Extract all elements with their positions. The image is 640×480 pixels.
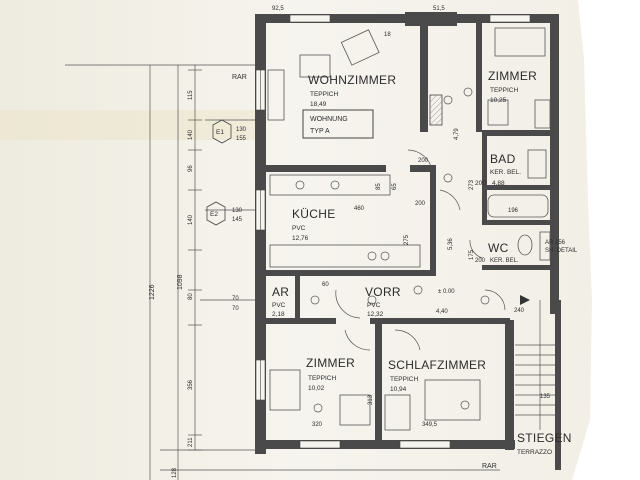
room-floor: TEPPICH [310, 91, 338, 98]
dim-356: 356 [188, 379, 194, 390]
room-area: 18,49 [310, 101, 327, 108]
dim-70a: 70 [232, 296, 239, 302]
walls [255, 12, 561, 470]
room-area: 2,18 [272, 311, 285, 318]
dim-140b: 140 [188, 214, 194, 225]
level-label: ± 0.00 [438, 289, 455, 295]
room-floor: TERRAZZO [517, 449, 552, 456]
e2-label: E2 [210, 211, 218, 218]
room-floor: TEPPICH [490, 87, 518, 94]
dim-273: 273 [469, 179, 475, 190]
dim-240: 240 [514, 308, 525, 314]
room-name: KÜCHE [292, 207, 336, 221]
room-floor: PVC [367, 302, 381, 309]
room-area: 12,76 [292, 235, 309, 242]
dim-128: 128 [172, 467, 178, 478]
dim-4-79: 4,79 [454, 128, 460, 140]
room-name: AR [272, 285, 289, 299]
misc-labels: RAR RAR E1 130 155 E2 130 145 SH. DETAIL… [210, 74, 578, 470]
room-floor: KER. BEL. [490, 258, 519, 264]
room-label-zimmer-bottom: ZIMMER TEPPICH 10,02 [306, 356, 355, 392]
e1-value-b: 155 [236, 136, 247, 142]
furniture [267, 27, 555, 431]
dim-overall: 1226 [149, 284, 156, 300]
dim-92-5: 92,5 [272, 6, 284, 12]
room-name: ZIMMER [306, 356, 355, 370]
dim-196: 196 [508, 208, 519, 214]
dim-211: 211 [188, 437, 194, 447]
dim-275: 275 [404, 234, 410, 245]
e1-label: E1 [216, 129, 224, 136]
room-name: WOHNZIMMER [308, 73, 396, 87]
room-floor: PVC [292, 225, 306, 232]
room-label-wc: WC 200 KER. BEL. [475, 241, 519, 264]
ar-156-label: AR 156 [545, 240, 566, 246]
window-marker-e2 [206, 201, 226, 226]
dim-18: 18 [384, 32, 391, 38]
room-height: 200 [475, 258, 486, 264]
e2-value-b: 145 [232, 217, 243, 223]
dim-60: 60 [322, 282, 329, 288]
room-floor: PVC [272, 302, 286, 309]
windows [255, 14, 531, 449]
dim-313: 313 [368, 394, 374, 405]
paper [0, 0, 592, 480]
rar-label-bottom: RAR [482, 463, 497, 470]
apartment-type: TYP A [310, 128, 330, 135]
room-area: 12,32 [367, 311, 384, 318]
dim-80: 80 [188, 293, 194, 300]
dim-200b: 200 [415, 201, 426, 207]
room-name: BAD [490, 152, 516, 166]
dim-175: 175 [469, 249, 475, 260]
room-floor: TEPPICH [390, 376, 418, 383]
room-area: 10,94 [390, 386, 407, 393]
dim-135: 135 [540, 394, 551, 400]
dimension-texts: 1226 1098 115 140 96 140 80 356 211 128 … [149, 6, 551, 478]
left-dimension-lines [65, 64, 500, 480]
dim-200a: 200 [418, 158, 429, 164]
room-name: WC [488, 241, 509, 255]
room-floor: TEPPICH [308, 375, 336, 382]
room-name: SCHLAFZIMMER [388, 358, 486, 372]
dim-460: 460 [354, 206, 365, 212]
room-name: VORR [365, 285, 401, 299]
e1-value-a: 130 [236, 127, 247, 133]
room-height: 200 [475, 180, 486, 187]
dim-70b: 70 [232, 306, 239, 312]
room-label-bad: BAD KER. BEL. 200 4,88 [475, 152, 521, 187]
dim-320: 320 [312, 422, 323, 428]
dim-inner: 1098 [177, 274, 184, 290]
room-area: 10,02 [308, 385, 325, 392]
room-floor: KER. BEL. [490, 169, 521, 176]
room-label-wohnzimmer: WOHNZIMMER TEPPICH 18,49 WOHNUNG TYP A [308, 73, 396, 135]
room-label-kueche: KÜCHE PVC 12,76 [292, 207, 336, 242]
e2-value-a: 130 [232, 208, 243, 214]
sh-detail-label: SH. DETAIL [545, 248, 578, 254]
dim-4-40: 4,40 [436, 309, 448, 315]
room-label-ar: AR PVC 2,18 [272, 285, 289, 318]
room-label-vorr: VORR PVC 12,32 [365, 285, 401, 318]
room-area: 4,88 [492, 180, 505, 187]
room-label-stiegen: STIEGEN TERRAZZO [517, 431, 572, 456]
dim-5-36: 5,36 [448, 238, 454, 250]
dim-85: 85 [376, 183, 382, 190]
dim-115: 115 [188, 90, 194, 100]
rar-label-top: RAR [232, 74, 247, 81]
room-area: 10,25 [490, 97, 507, 104]
room-name: STIEGEN [517, 431, 572, 445]
room-name: ZIMMER [488, 69, 537, 83]
room-label-zimmer-top: ZIMMER TEPPICH 10,25 [488, 69, 537, 104]
apartment-label: WOHNUNG [310, 116, 348, 123]
room-label-schlafzimmer: SCHLAFZIMMER TEPPICH 10,94 [388, 358, 486, 393]
dim-349-5: 349,5 [422, 422, 438, 428]
dim-140: 140 [188, 129, 194, 140]
dim-51-5: 51,5 [433, 6, 445, 12]
dim-65: 65 [392, 183, 398, 190]
dim-96: 96 [188, 165, 194, 172]
window-marker-e1 [212, 119, 232, 144]
